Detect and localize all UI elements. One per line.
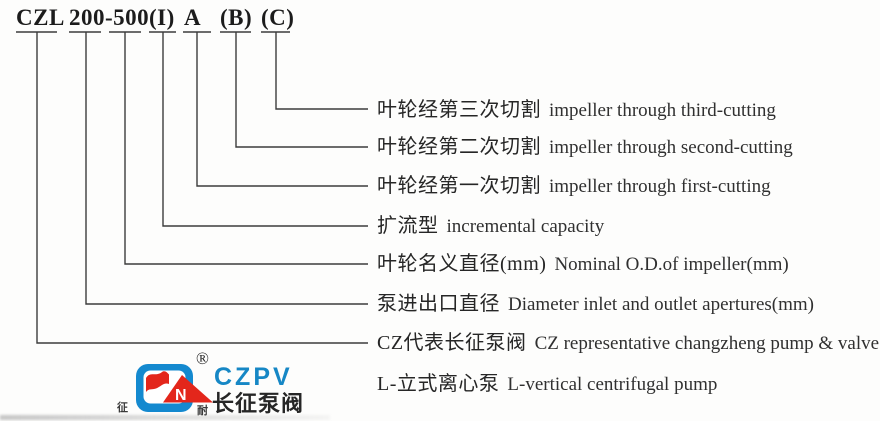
leader-b (235, 32, 368, 148)
leader-200 (85, 32, 368, 305)
definition-en: L-vertical centrifugal pump (507, 374, 718, 395)
leader-czl (36, 32, 368, 344)
code-segment-b: (B) (220, 5, 253, 30)
leader-a (196, 32, 368, 187)
brand-name-cn: 长征泵阀 (212, 391, 305, 416)
registered-trademark-symbol: ® (196, 349, 209, 368)
definition-en: incremental capacity (446, 216, 605, 237)
code-segment-i: (I) (149, 5, 175, 30)
logo-side-char-right: 耐 (197, 405, 208, 417)
definition-row: 叶轮经第二次切割 impeller through second-cutting (377, 133, 793, 161)
leader-c (275, 32, 368, 110)
scan-artifact (0, 415, 330, 420)
definition-cn: 叶轮经第二次切割 (377, 136, 541, 158)
definition-row: 叶轮名义直径(mm) Nominal O.D.of impeller(mm) (377, 250, 789, 278)
definition-cn: CZ代表长征泵阀 (377, 332, 527, 354)
leader-500 (124, 32, 368, 265)
company-logo-icon: N (136, 364, 213, 412)
code-segment-size: 200-500 (69, 5, 150, 30)
leader-i (162, 32, 368, 227)
definition-en: impeller through first-cutting (549, 176, 771, 197)
definition-row: 叶轮经第三次切割 impeller through third-cutting (377, 96, 776, 124)
code-segment-c: (C) (261, 5, 295, 30)
definition-row: 泵进出口直径 Diameter inlet and outlet aperture… (377, 290, 814, 318)
definition-en: Nominal O.D.of impeller(mm) (554, 254, 789, 275)
code-segment-czl: CZL (16, 5, 65, 30)
mountain-triangle-icon (163, 375, 213, 403)
definition-row: L-立式离心泵 L-vertical centrifugal pump (377, 370, 717, 398)
flag-icon (146, 371, 169, 392)
logo-side-char-left: 征 (117, 402, 128, 414)
definition-en: impeller through second-cutting (549, 137, 793, 158)
definition-cn: 泵进出口直径 (377, 293, 500, 315)
definition-cn: 叶轮名义直径(mm) (377, 253, 547, 275)
definition-row: 扩流型 incremental capacity (377, 212, 604, 240)
definition-cn: L-立式离心泵 (377, 373, 500, 395)
definition-en: CZ representative changzheng pump & valv… (534, 333, 880, 354)
code-segment-a: A (184, 5, 202, 30)
definition-cn: 扩流型 (377, 215, 439, 237)
brand-acronym: CZPV (214, 363, 293, 391)
triangle-letter: N (175, 387, 187, 404)
definition-en: impeller through third-cutting (549, 100, 776, 121)
definition-cn: 叶轮经第一次切割 (377, 175, 541, 197)
definition-cn: 叶轮经第三次切割 (377, 99, 541, 121)
definition-row: CZ代表长征泵阀 CZ representative changzheng pum… (377, 329, 879, 357)
definition-row: 叶轮经第一次切割 impeller through first-cutting (377, 172, 771, 200)
definition-en: Diameter inlet and outlet apertures(mm) (508, 294, 814, 315)
